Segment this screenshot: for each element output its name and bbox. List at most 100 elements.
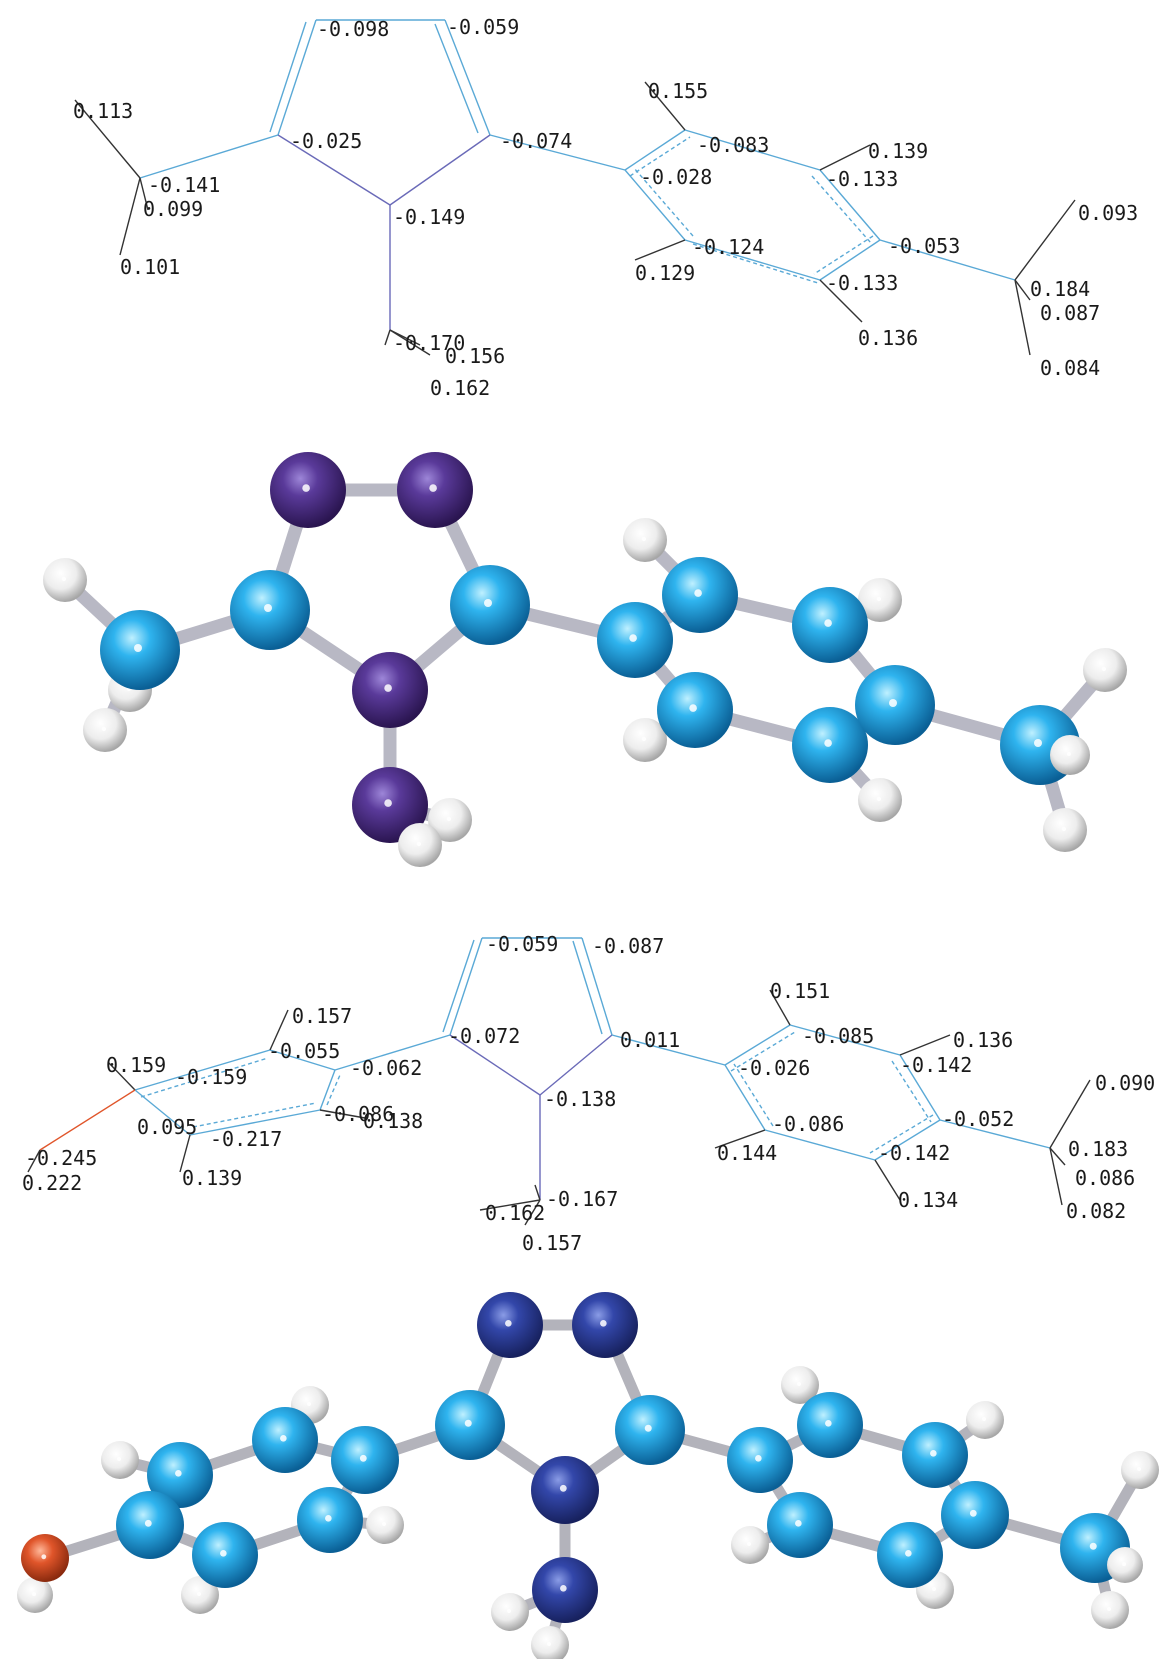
atom-highlight xyxy=(1107,1607,1112,1612)
atom-highlight xyxy=(1101,666,1107,672)
panel-1-charge-label: 0.162 xyxy=(430,376,490,400)
panel-1-charge-diagram xyxy=(74,19,1076,356)
atom-highlight xyxy=(1137,1467,1142,1472)
panel-3-charge-label: 0.138 xyxy=(363,1109,423,1133)
atom-highlight xyxy=(264,604,272,612)
panel-1-charge-label: 0.139 xyxy=(868,139,928,163)
panel-1-charge-label: -0.098 xyxy=(317,17,389,41)
panel-3-charge-label: -0.026 xyxy=(738,1056,810,1080)
atom-highlight xyxy=(560,1585,567,1592)
atom-highlight xyxy=(505,1320,512,1327)
panel-3-charge-label: 0.157 xyxy=(292,1004,352,1028)
panel-3-charge-label: 0.159 xyxy=(106,1053,166,1077)
panel-1-charge-label: -0.149 xyxy=(393,205,465,229)
panel-4-ball-and-stick xyxy=(17,1292,1159,1664)
panel-1-charge-label: -0.124 xyxy=(692,235,764,259)
atom-highlight xyxy=(1122,1562,1127,1567)
panel-3-charge-label: 0.134 xyxy=(898,1188,958,1212)
atom-highlight xyxy=(932,1587,937,1592)
panel-3-charge-label: -0.072 xyxy=(448,1024,520,1048)
panel-1-charge-label: -0.170 xyxy=(393,331,465,355)
panel-1-charge-label: -0.083 xyxy=(697,133,769,157)
atom-highlight xyxy=(747,1542,752,1547)
atom-highlight xyxy=(600,1320,607,1327)
atom-highlight xyxy=(559,1484,567,1492)
panel-1-charge-label: 0.113 xyxy=(73,99,133,123)
atom-highlight xyxy=(547,1642,552,1647)
panel-3-charge-label: 0.144 xyxy=(717,1141,777,1165)
panel-1-charge-label: -0.025 xyxy=(290,129,362,153)
atom-highlight xyxy=(694,589,702,597)
atom-highlight xyxy=(1089,1542,1097,1550)
panel-1-charge-label: -0.028 xyxy=(640,165,712,189)
panel-3-charge-label: -0.086 xyxy=(772,1112,844,1136)
panel-3-charge-label: 0.183 xyxy=(1068,1137,1128,1161)
panel-3-charge-label: -0.245 xyxy=(25,1146,97,1170)
atom-highlight xyxy=(969,1509,977,1517)
atom-highlight xyxy=(382,1522,387,1527)
atom-highlight xyxy=(1061,826,1067,832)
atom-highlight xyxy=(644,1424,652,1432)
panel-3-charge-label: -0.142 xyxy=(900,1053,972,1077)
panel-3-charge-label: -0.087 xyxy=(592,934,664,958)
atom-highlight xyxy=(1067,752,1071,756)
atom-highlight xyxy=(905,1550,912,1557)
panel-2-ball-and-stick xyxy=(43,452,1127,867)
panel-3-charge-label: 0.011 xyxy=(620,1028,680,1052)
panel-3-charge-label: 0.090 xyxy=(1095,1071,1155,1095)
atom-highlight xyxy=(930,1450,937,1457)
atom-highlight xyxy=(641,736,647,742)
panel-3-charge-label: 0.151 xyxy=(770,979,830,1003)
atom-highlight xyxy=(175,1470,182,1477)
panel-3-charge-label: 0.222 xyxy=(22,1171,82,1195)
panel-1-charge-label: 0.087 xyxy=(1040,301,1100,325)
atom-highlight xyxy=(416,841,422,847)
atom-highlight xyxy=(824,619,832,627)
panel-1-charge-label: 0.184 xyxy=(1030,277,1090,301)
atom-highlight xyxy=(307,1402,312,1407)
atom-highlight xyxy=(446,816,452,822)
atom-highlight xyxy=(464,1419,472,1427)
panel-1-charge-label: 0.101 xyxy=(120,255,180,279)
panel-1-charge-label: 0.084 xyxy=(1040,356,1100,380)
panel-1-charge-label: 0.099 xyxy=(143,197,203,221)
atom-highlight xyxy=(32,1592,37,1597)
panel-1-charge-label: -0.141 xyxy=(148,173,220,197)
panel-1-charge-label: 0.155 xyxy=(648,79,708,103)
atom-highlight xyxy=(889,699,897,707)
atom-highlight xyxy=(641,536,647,542)
panel-1-charge-label: -0.133 xyxy=(826,271,898,295)
panel-1-charge-label: 0.093 xyxy=(1078,201,1138,225)
panel-3-charge-label: 0.162 xyxy=(485,1201,545,1225)
panel-1-charge-label: -0.059 xyxy=(447,15,519,39)
atom-highlight xyxy=(61,576,67,582)
panel-3-charge-label: -0.052 xyxy=(942,1107,1014,1131)
atom-highlight xyxy=(144,1519,152,1527)
panel-3-charge-label: -0.138 xyxy=(544,1087,616,1111)
atom-highlight xyxy=(795,1520,802,1527)
atom-highlight xyxy=(220,1550,227,1557)
panel-3-charge-label: 0.095 xyxy=(137,1115,197,1139)
atom-highlight xyxy=(384,684,392,692)
atom-highlight xyxy=(117,1457,122,1462)
panel-3-charge-label: -0.159 xyxy=(175,1065,247,1089)
atom-highlight xyxy=(876,796,882,802)
atom-highlight xyxy=(797,1382,802,1387)
atom-highlight xyxy=(484,599,492,607)
atom-highlight xyxy=(302,484,310,492)
panel-3-charge-label: 0.082 xyxy=(1066,1199,1126,1223)
atom-highlight xyxy=(134,644,142,652)
panel-3-charge-label: 0.157 xyxy=(522,1231,582,1255)
atom-highlight xyxy=(755,1455,762,1462)
atom-highlight xyxy=(1034,739,1042,747)
panel-1-charge-label: 0.129 xyxy=(635,261,695,285)
panel-1-charge-label: 0.136 xyxy=(858,326,918,350)
panel-3-charge-label: -0.217 xyxy=(210,1127,282,1151)
panel-3-charge-label: 0.086 xyxy=(1075,1166,1135,1190)
atom-highlight xyxy=(876,596,882,602)
atom-highlight xyxy=(825,1420,832,1427)
atom-highlight xyxy=(197,1592,202,1597)
atom-highlight xyxy=(41,1554,47,1560)
